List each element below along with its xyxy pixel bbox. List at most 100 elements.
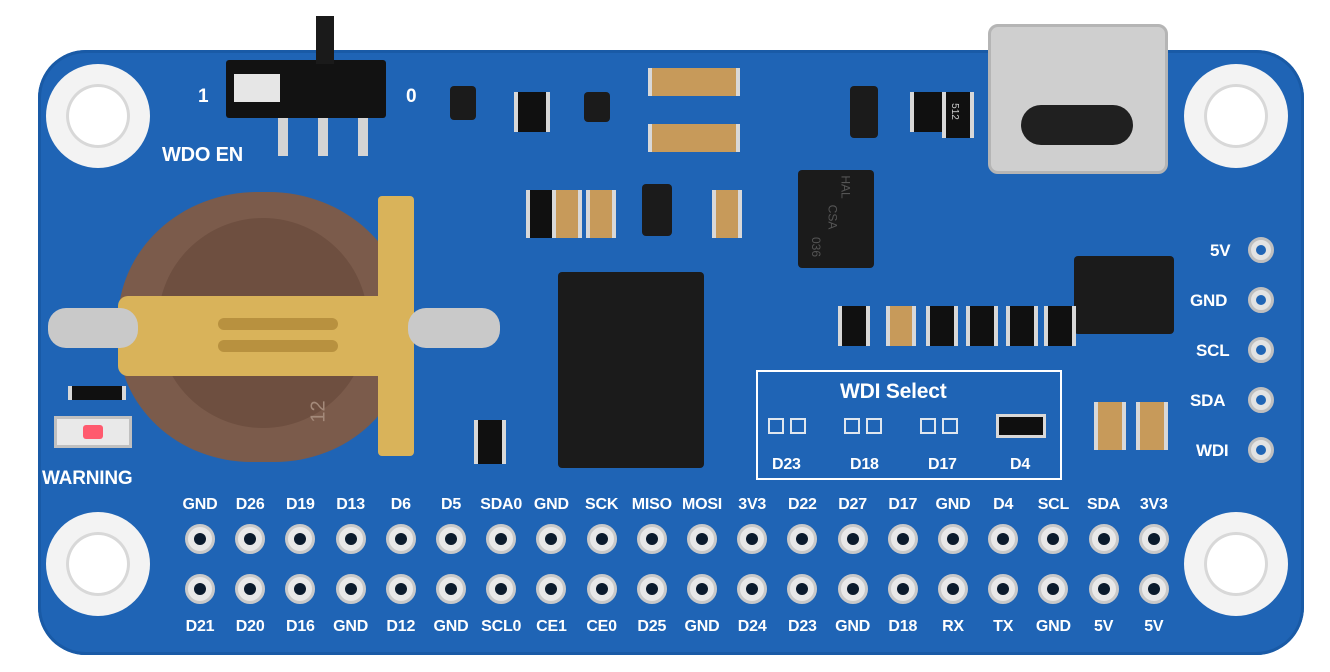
capacitor-c2 (648, 124, 740, 152)
gpio-pin-bottom[interactable] (636, 574, 667, 604)
resistor-r4 (838, 306, 870, 346)
gpio-pin-bottom[interactable] (787, 574, 818, 604)
gpio-pin-bottom[interactable] (586, 574, 617, 604)
gpio-pin-bottom[interactable] (385, 574, 416, 604)
capacitor-c1 (648, 68, 740, 96)
gpio-pin-top[interactable] (335, 524, 366, 554)
gpio-pin-top[interactable] (1088, 524, 1119, 554)
switch-pos-0: 0 (406, 86, 417, 107)
gpio-bottom-label: 5V (1094, 618, 1114, 635)
capacitor-c6 (712, 190, 742, 238)
wdi-jumper-d17[interactable] (920, 414, 966, 438)
gpio-bottom-label: RX (942, 618, 964, 635)
gpio-pin-top[interactable] (837, 524, 868, 554)
gpio-bottom-label: GND (333, 618, 369, 635)
gpio-pin-top[interactable] (636, 524, 667, 554)
resistor-r7 (1006, 306, 1038, 346)
gpio-top-label: MISO (631, 496, 672, 513)
gpio-pin-top[interactable] (436, 524, 466, 554)
usb-c-connector[interactable] (988, 24, 1168, 174)
switch-label: WDO EN (162, 144, 244, 166)
gpio-pin-top[interactable] (536, 524, 567, 554)
gpio-pin-bottom[interactable] (737, 574, 768, 604)
gpio-top-label: SCL (1037, 496, 1070, 513)
gpio-bottom-label: SCL0 (481, 618, 522, 635)
gpio-pin-bottom[interactable] (285, 574, 316, 604)
capacitor-c8 (1136, 402, 1168, 450)
side-pad-gnd[interactable] (1248, 287, 1274, 313)
gpio-pin-bottom[interactable] (988, 574, 1019, 604)
gpio-top-label: D5 (440, 496, 462, 513)
wdi-option-d23: D23 (772, 456, 801, 473)
gpio-bottom-label: GND (433, 618, 469, 635)
gpio-pin-top[interactable] (486, 524, 517, 554)
gpio-pin-bottom[interactable] (1088, 574, 1119, 604)
side-pad-sda[interactable] (1248, 387, 1274, 413)
side-pad-wdi[interactable] (1248, 437, 1274, 463)
gpio-pin-top[interactable] (1138, 524, 1169, 554)
gpio-pin-top[interactable] (988, 524, 1019, 554)
capacitor-c7 (1094, 402, 1126, 450)
gpio-top-label: D4 (993, 496, 1014, 513)
resistor-warning (68, 386, 126, 400)
gpio-bottom-label: 5V (1144, 618, 1164, 635)
gpio-pin-top[interactable] (687, 524, 717, 554)
gpio-pin-top[interactable] (1038, 524, 1069, 554)
gpio-top-label: D6 (390, 496, 411, 513)
gpio-bottom-label: D16 (286, 618, 315, 635)
side-pad-scl[interactable] (1248, 337, 1274, 363)
gpio-pin-top[interactable] (787, 524, 818, 554)
gpio-pin-bottom[interactable] (938, 574, 968, 604)
warning-led (54, 416, 132, 448)
ic-soic8-upper: HAL CSA 036 (798, 170, 874, 268)
warning-label: WARNING (42, 468, 133, 489)
wdo-enable-switch[interactable] (226, 60, 386, 118)
gpio-pin-top[interactable] (938, 524, 968, 554)
mounting-hole-top-right (1184, 64, 1288, 168)
gpio-pin-bottom[interactable] (335, 574, 366, 604)
gpio-top-label: SDA (1087, 496, 1121, 513)
gpio-pin-bottom[interactable] (1038, 574, 1069, 604)
gpio-pin-bottom[interactable] (837, 574, 868, 604)
gpio-pin-bottom[interactable] (687, 574, 717, 604)
gpio-top-label: SDA0 (480, 496, 523, 513)
gpio-pin-top[interactable] (887, 524, 918, 554)
gpio-pin-bottom[interactable] (436, 574, 466, 604)
transistor-q1 (450, 86, 476, 120)
side-pad-5v[interactable] (1248, 237, 1274, 263)
transistor-q2 (584, 92, 610, 122)
gpio-bottom-label: D12 (386, 618, 416, 635)
gpio-pin-bottom[interactable] (1138, 574, 1169, 604)
gpio-pin-bottom[interactable] (486, 574, 517, 604)
gpio-pin-top[interactable] (586, 524, 617, 554)
gpio-pin-top[interactable] (737, 524, 768, 554)
gpio-pin-top[interactable] (235, 524, 266, 554)
gpio-pin-bottom[interactable] (235, 574, 266, 604)
gpio-top-label: D26 (235, 496, 265, 513)
wdi-jumper-d4[interactable] (996, 414, 1046, 438)
wdi-select-box: WDI Select D23 D18 D17 D4 (756, 370, 1062, 480)
switch-pos-1: 1 (198, 86, 209, 107)
resistor-r8 (1044, 306, 1076, 346)
switch-lever[interactable] (316, 16, 334, 64)
side-label-5v: 5V (1210, 241, 1231, 260)
mounting-hole-bottom-left (46, 512, 150, 616)
gpio-top-label: SCK (585, 496, 619, 513)
capacitor-c3 (886, 306, 916, 346)
gpio-pin-top[interactable] (185, 524, 215, 554)
gpio-bottom-label: D20 (235, 618, 265, 635)
wdi-option-d18: D18 (850, 456, 879, 473)
gpio-pin-top[interactable] (385, 524, 416, 554)
gpio-pin-bottom[interactable] (536, 574, 567, 604)
rtc-ic (558, 272, 704, 468)
gpio-pin-bottom[interactable] (887, 574, 918, 604)
ic-soic8-right (1074, 256, 1174, 334)
wdi-jumper-d18[interactable] (844, 414, 890, 438)
gpio-bottom-label: CE1 (536, 618, 567, 635)
mounting-hole-top-left (46, 64, 150, 168)
wdi-jumper-d23[interactable] (768, 414, 814, 438)
gpio-pin-top[interactable] (285, 524, 316, 554)
gpio-bottom-label: GND (835, 618, 871, 635)
gpio-bottom-label: GND (684, 618, 720, 635)
gpio-pin-bottom[interactable] (185, 574, 215, 604)
